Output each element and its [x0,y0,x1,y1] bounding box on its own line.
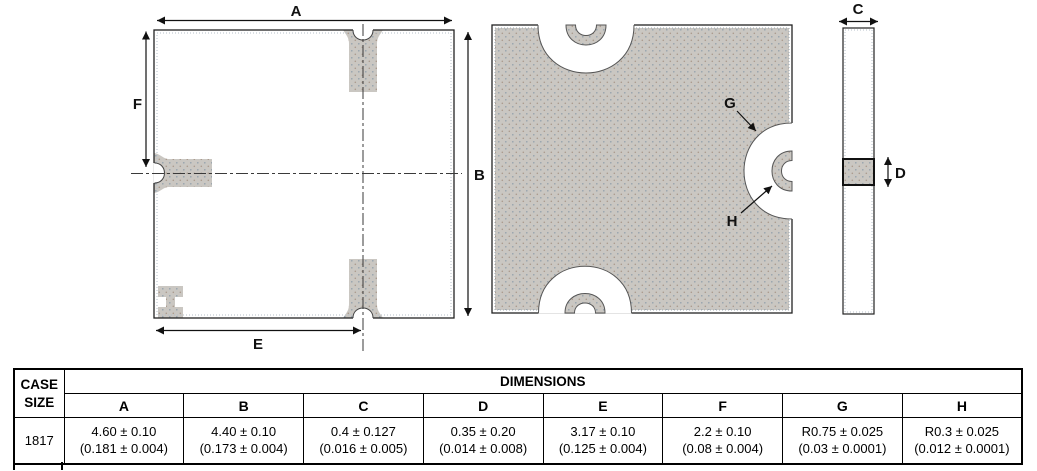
value-h-inch: (0.012 ± 0.0001) [914,440,1010,456]
value-e-mm: 3.17 ± 0.10 [570,423,636,439]
callout-g: G [724,95,757,132]
case-size-value: 1817 [13,417,65,465]
column-header-e: E [542,393,664,418]
dimension-d: D [884,157,906,187]
table-cropped-row-stub-case [61,462,63,470]
dimension-f-label: F [133,96,142,113]
case-1817-row: 1817 4.60 ± 0.10 (0.181 ± 0.004) 4.40 ± … [13,417,1023,465]
dimension-b-label: B [474,167,485,184]
table-cropped-row-stub-left [13,462,15,470]
column-header-c: C [303,393,424,418]
callout-h-label: H [727,213,738,230]
column-header-b: B [183,393,304,418]
column-header-h: H [901,393,1023,418]
drawing-top-view: A F B E [131,3,485,353]
callout-g-label: G [724,95,736,112]
drawing-bottom-view: G H [491,23,794,314]
drawing-side-view: C D [839,1,906,315]
dimension-c: C [839,1,878,26]
value-e: 3.17 ± 0.10 (0.125 ± 0.004) [542,417,664,465]
dimensions-header: DIMENSIONS [63,368,1023,394]
dimension-d-label: D [895,165,906,182]
callout-h: H [727,185,773,230]
value-h-mm: R0.3 ± 0.025 [924,423,1000,439]
value-f-inch: (0.08 ± 0.004) [682,440,764,456]
value-f-mm: 2.2 ± 0.10 [693,423,752,439]
value-d-mm: 0.35 ± 0.20 [450,423,516,439]
value-c-inch: (0.016 ± 0.005) [319,440,408,456]
value-b-mm: 4.40 ± 0.10 [211,423,277,439]
value-a-inch: (0.181 ± 0.004) [79,440,168,456]
value-g: R0.75 ± 0.025 (0.03 ± 0.0001) [782,417,903,465]
dimension-e-label: E [253,336,263,353]
corner-ibeam-mark [158,286,183,318]
value-c: 0.4 ± 0.127 (0.016 ± 0.005) [303,417,424,465]
case-size-header: CASE SIZE [13,368,65,418]
dimensions-table: CASE SIZE DIMENSIONS A B C D E F G H 181… [13,368,1023,465]
technical-drawings: A F B E [131,1,906,353]
centerlines [131,24,462,353]
value-h: R0.3 ± 0.025 (0.012 ± 0.0001) [901,417,1023,465]
value-f: 2.2 ± 0.10 (0.08 ± 0.004) [662,417,783,465]
value-c-mm: 0.4 ± 0.127 [330,423,396,439]
dimension-b: B [464,32,485,316]
column-header-f: F [662,393,783,418]
column-header-a: A [63,393,185,418]
castellation-cutouts [537,23,794,314]
value-d: 0.35 ± 0.20 (0.014 ± 0.008) [422,417,544,465]
dimensions-table-container: CASE SIZE DIMENSIONS A B C D E F G H 181… [13,368,1023,465]
terminal-band [842,158,875,186]
value-d-inch: (0.014 ± 0.008) [439,440,528,456]
case-header-line2: SIZE [24,394,55,410]
dimension-f: F [133,31,150,167]
pad-bottom [343,259,383,318]
value-a-mm: 4.60 ± 0.10 [91,423,157,439]
dimension-a: A [157,3,452,25]
case-header-line1: CASE [20,376,58,392]
value-g-inch: (0.03 ± 0.0001) [798,440,887,456]
column-letters-row: A B C D E F G H [14,393,1023,418]
dimension-e: E [156,326,361,353]
dimension-a-label: A [291,3,302,20]
column-header-g: G [782,393,903,418]
value-a: 4.60 ± 0.10 (0.181 ± 0.004) [63,417,185,465]
value-b-inch: (0.173 ± 0.004) [199,440,288,456]
plated-rings [564,24,793,314]
column-header-d: D [422,393,544,418]
value-e-inch: (0.125 ± 0.004) [558,440,647,456]
value-b: 4.40 ± 0.10 (0.173 ± 0.004) [183,417,304,465]
value-g-mm: R0.75 ± 0.025 [801,423,884,439]
metallized-area [494,27,790,311]
dimension-c-label: C [853,1,864,18]
